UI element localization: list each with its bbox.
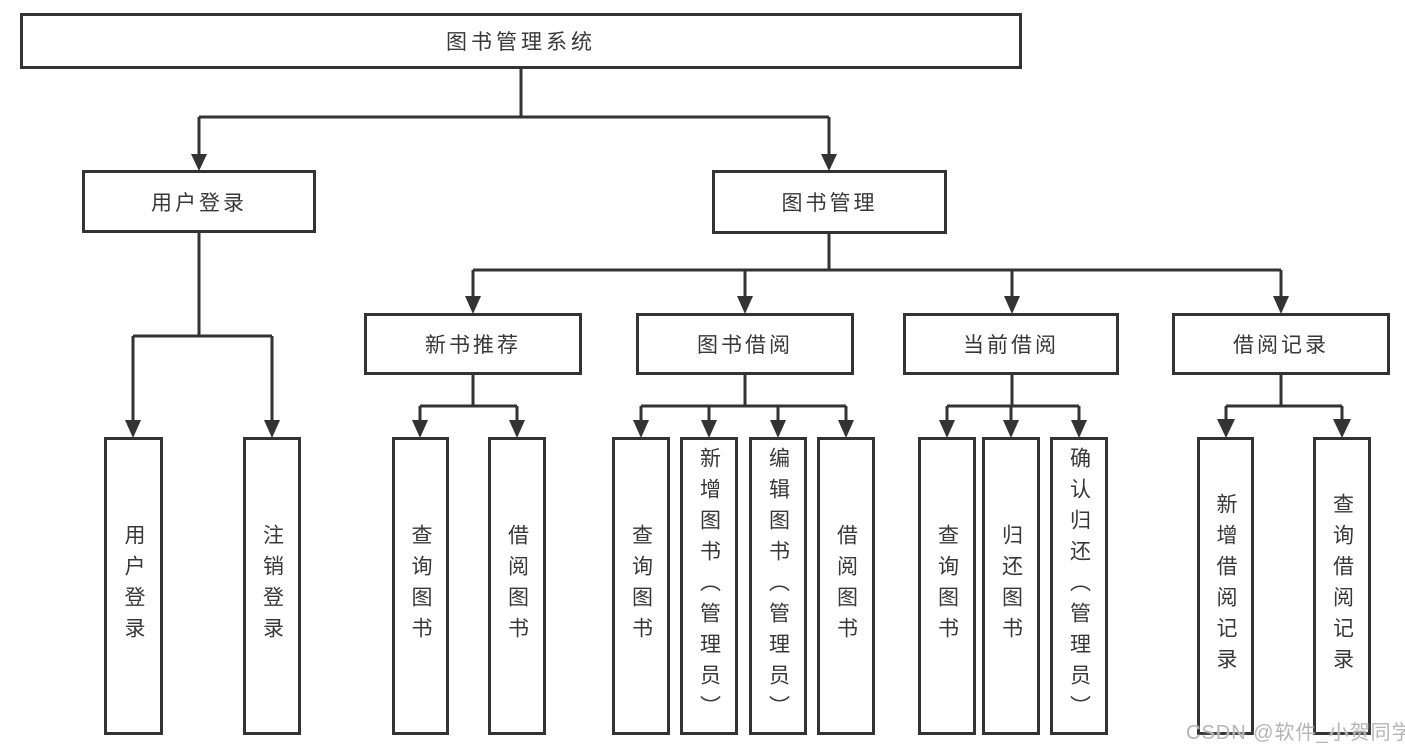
node-user-login: 用户登录 (82, 170, 316, 233)
node-library-system-root: 图书管理系统 (20, 13, 1022, 69)
node-label: 用户登录 (151, 191, 247, 215)
node-label: 新增图书（管理员） (697, 446, 721, 726)
node-label: 用户登录 (122, 524, 145, 648)
node-borrow-records: 借阅记录 (1172, 313, 1390, 375)
node-new-book-recommend: 新书推荐 (364, 313, 582, 375)
arrowhead-user-login (191, 154, 207, 171)
leaf-current-query-books: 查询图书 (918, 437, 976, 735)
connector-current-to-leaves (945, 375, 1081, 421)
node-label: 当前借阅 (963, 334, 1059, 357)
leaf-newbook-borrow-books: 借阅图书 (488, 437, 546, 735)
connector-records-to-leaves (1224, 375, 1344, 420)
leaf-logout: 注销登录 (243, 437, 301, 735)
arrowhead-book-borrow (737, 296, 753, 314)
leaf-newbook-query-books: 查询图书 (392, 437, 449, 735)
arrowhead-new-book (465, 296, 481, 314)
node-label: 图书管理系统 (446, 31, 596, 54)
arrowhead-borrow-borrow (838, 420, 854, 438)
leaf-current-return-books: 归还图书 (982, 437, 1040, 735)
arrowhead-book-mgmt (821, 154, 837, 171)
node-label: 借阅图书 (505, 524, 529, 648)
leaf-records-add-record: 新增借阅记录 (1197, 437, 1254, 735)
arrowhead-borrow-records (1273, 296, 1289, 314)
node-label: 注销登录 (260, 524, 284, 648)
arrowhead-newbook-borrow (509, 420, 525, 438)
node-label: 查询图书 (935, 524, 959, 648)
node-book-management: 图书管理 (712, 170, 947, 234)
node-label: 归还图书 (999, 524, 1023, 648)
leaf-user-login: 用户登录 (104, 437, 163, 735)
arrowhead-newbook-query (412, 420, 428, 438)
leaf-current-confirm-return-admin: 确认归还（管理员） (1050, 437, 1108, 735)
connector-root-to-level2 (197, 69, 831, 155)
node-book-borrow: 图书借阅 (636, 313, 854, 375)
node-label: 查询图书 (409, 524, 432, 648)
connector-newbook-to-leaves (418, 375, 519, 421)
arrowhead-borrow-add (701, 420, 717, 438)
arrowhead-leaf-user-login (125, 420, 141, 438)
arrowhead-borrow-query (633, 420, 649, 438)
arrowhead-records-add (1217, 419, 1235, 438)
node-label: 借阅记录 (1233, 334, 1329, 357)
leaf-borrow-borrow-books: 借阅图书 (817, 437, 875, 735)
arrowhead-current-query (939, 420, 955, 438)
leaf-borrow-edit-books-admin: 编辑图书（管理员） (749, 437, 807, 735)
node-label: 查询借阅记录 (1330, 493, 1354, 679)
node-label: 图书管理 (781, 192, 878, 215)
connector-mgmt-to-level3 (471, 234, 1283, 297)
connector-borrow-to-leaves (639, 375, 848, 421)
leaf-borrow-add-books-admin: 新增图书（管理员） (680, 437, 738, 735)
leaf-borrow-query-books: 查询图书 (612, 437, 670, 735)
csdn-watermark: CSDN @软件_小贺同学 (1186, 722, 1405, 744)
node-label: 借阅图书 (834, 524, 858, 648)
connector-login-to-leaves (131, 233, 274, 421)
node-current-borrow: 当前借阅 (903, 313, 1119, 375)
arrowhead-current-borrow (1004, 296, 1020, 314)
node-label: 编辑图书（管理员） (766, 446, 790, 726)
leaf-records-query-record: 查询借阅记录 (1313, 437, 1371, 735)
arrowhead-current-confirm (1071, 420, 1087, 438)
arrowhead-current-return (1003, 420, 1019, 438)
node-label: 新书推荐 (425, 334, 521, 357)
node-label: 查询图书 (629, 524, 653, 648)
node-label: 图书借阅 (697, 334, 793, 357)
arrowhead-borrow-edit (770, 420, 786, 438)
arrowhead-leaf-logout (264, 420, 280, 438)
arrowhead-records-query (1333, 419, 1351, 438)
node-label: 新增借阅记录 (1214, 493, 1237, 679)
node-label: 确认归还（管理员） (1067, 446, 1091, 726)
